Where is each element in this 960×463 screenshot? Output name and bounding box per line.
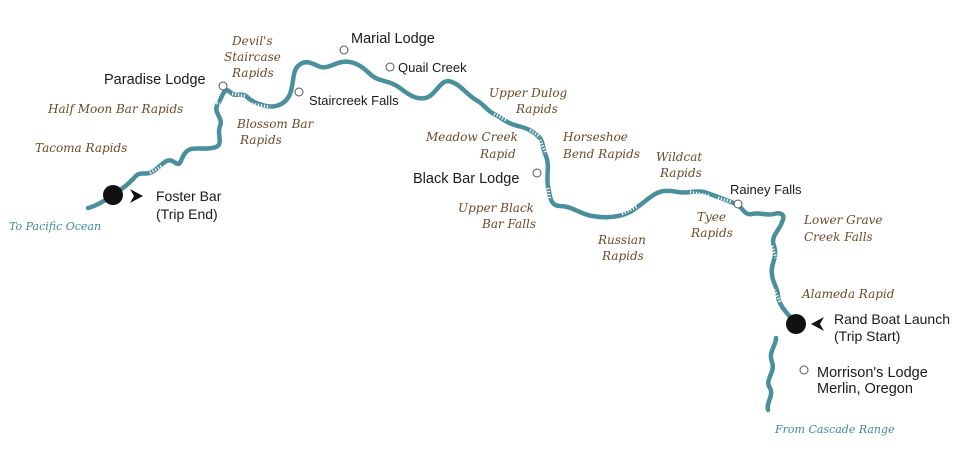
- quail-creek-label: Quail Creek: [398, 60, 467, 75]
- trip-start-name: Rand Boat Launch: [834, 311, 950, 327]
- rapid-mark-tacoma: [149, 164, 163, 175]
- upper-dulog-rapids-label: Upper Dulog Rapids: [489, 86, 568, 116]
- alameda-rapid-label: Alameda Rapid: [801, 287, 895, 301]
- upper-dulog-line-1: Upper Dulog: [489, 86, 568, 100]
- tyee-rapids-label: Tyee Rapids: [690, 210, 733, 240]
- rapid-mark-blossom-bar: [251, 102, 271, 109]
- rapid-markers: [149, 92, 782, 303]
- wildcat-line-2: Rapids: [659, 166, 702, 180]
- russian-line-1: Russian: [597, 233, 646, 247]
- trip-end-name: Foster Bar: [156, 188, 222, 204]
- blossom-bar-rapids-label: Blossom Bar Rapids: [236, 117, 315, 147]
- paradise-lodge-marker-icon: [218, 81, 228, 91]
- black-bar-lodge-label: Black Bar Lodge: [413, 171, 519, 187]
- tacoma-rapids-label: Tacoma Rapids: [35, 141, 127, 155]
- lower-grave-creek-line-1: Lower Grave: [803, 213, 882, 227]
- staircreek-falls-label: Staircreek Falls: [309, 93, 399, 108]
- morrisons-lodge-marker-icon: [799, 365, 809, 375]
- marial-lodge-label: Marial Lodge: [351, 31, 435, 47]
- rainey-falls-marker-icon: [733, 199, 743, 209]
- downstream-label: To Pacific Ocean: [9, 220, 101, 233]
- lodge-morrisons: Morrison's Lodge Merlin, Oregon: [799, 365, 928, 397]
- trip-start-marker: Rand Boat Launch (Trip Start): [786, 311, 950, 344]
- rapid-mark-tyee: [717, 196, 733, 204]
- upper-black-bar-falls-label: Upper Black Bar Falls: [458, 201, 536, 231]
- tyee-line-1: Tyee: [697, 210, 726, 224]
- horseshoe-bend-rapids-label: Horseshoe Bend Rapids: [562, 130, 640, 161]
- lower-grave-creek-falls-label: Lower Grave Creek Falls: [803, 213, 882, 244]
- rapid-mark-devils-staircase: [231, 92, 247, 98]
- meadow-creek-line-1: Meadow Creek: [425, 130, 518, 144]
- lodge-paradise: Paradise Lodge: [104, 72, 228, 91]
- lodge-marial: Marial Lodge: [339, 31, 435, 55]
- rapid-mark-upper-black-bar: [546, 187, 552, 201]
- trip-end-arrow-icon: [130, 189, 143, 203]
- devils-staircase-line-2: Staircase: [224, 50, 281, 64]
- rapid-mark-wildcat: [689, 190, 711, 198]
- place-staircreek-falls: Staircreek Falls: [294, 87, 399, 108]
- upper-black-bar-line-2: Bar Falls: [481, 217, 536, 231]
- half-moon-bar-rapids-label: Half Moon Bar Rapids: [47, 102, 183, 116]
- rapid-mark-alameda: [772, 289, 782, 303]
- devils-staircase-line-3: Rapids: [231, 66, 274, 80]
- meadow-creek-rapid-label: Meadow Creek Rapid: [425, 130, 518, 161]
- rapid-mark-horseshoe: [538, 139, 548, 155]
- marial-lodge-marker-icon: [339, 45, 349, 55]
- meadow-creek-line-2: Rapid: [479, 147, 516, 161]
- trip-start-note: (Trip Start): [834, 328, 900, 344]
- russian-line-2: Rapids: [601, 249, 644, 263]
- rapid-mark-meadow-creek: [529, 128, 541, 139]
- upper-black-bar-line-1: Upper Black: [458, 201, 534, 215]
- upstream-label: From Cascade Range: [774, 423, 895, 436]
- place-quail-creek: Quail Creek: [385, 60, 467, 75]
- trip-end-note: (Trip End): [156, 206, 218, 222]
- horseshoe-bend-line-2: Bend Rapids: [562, 147, 640, 161]
- trip-start-dot-icon: [786, 314, 806, 334]
- blossom-bar-line-2: Rapids: [239, 133, 282, 147]
- place-rainey-falls: Rainey Falls: [730, 182, 802, 209]
- rapid-mark-half-moon: [207, 98, 221, 106]
- rainey-falls-label: Rainey Falls: [730, 182, 802, 197]
- quail-creek-marker-icon: [385, 62, 395, 72]
- trip-end-marker: Foster Bar (Trip End): [103, 185, 222, 222]
- lower-grave-creek-line-2: Creek Falls: [804, 230, 873, 244]
- devils-staircase-rapids-label: Devil's Staircase Rapids: [224, 34, 281, 80]
- rapid-mark-lower-grave: [770, 245, 778, 259]
- rapid-mark-upper-dulog: [493, 112, 507, 122]
- horseshoe-bend-line-1: Horseshoe: [562, 130, 628, 144]
- black-bar-lodge-marker-icon: [532, 168, 542, 178]
- morrisons-lodge-location: Merlin, Oregon: [817, 381, 913, 397]
- river-path: [85, 59, 799, 413]
- tyee-line-2: Rapids: [690, 226, 733, 240]
- trip-end-dot-icon: [103, 185, 123, 205]
- upper-dulog-line-2: Rapids: [515, 102, 558, 116]
- devils-staircase-line-1: Devil's: [231, 34, 273, 48]
- paradise-lodge-label: Paradise Lodge: [104, 72, 206, 88]
- morrisons-lodge-label: Morrison's Lodge: [817, 365, 928, 381]
- russian-rapids-label: Russian Rapids: [597, 233, 646, 263]
- wildcat-line-1: Wildcat: [656, 150, 702, 164]
- staircreek-falls-marker-icon: [294, 87, 304, 97]
- trip-start-arrow-icon: [811, 317, 824, 331]
- wildcat-rapids-label: Wildcat Rapids: [656, 150, 702, 180]
- blossom-bar-line-1: Blossom Bar: [236, 117, 315, 131]
- lodge-black-bar: Black Bar Lodge: [413, 168, 542, 187]
